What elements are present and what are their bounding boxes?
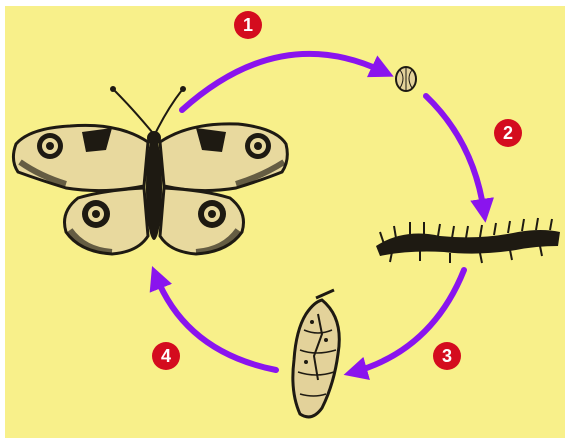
step-label: 1 <box>243 15 253 35</box>
step-label: 4 <box>161 346 171 366</box>
step-badge-1: 1 <box>234 11 262 39</box>
step-badge-3: 3 <box>433 342 461 370</box>
egg-icon <box>396 67 416 91</box>
step-badge-4: 4 <box>152 342 180 370</box>
step-label: 2 <box>503 123 513 143</box>
step-label: 3 <box>442 346 452 366</box>
step-badge-2: 2 <box>494 119 522 147</box>
